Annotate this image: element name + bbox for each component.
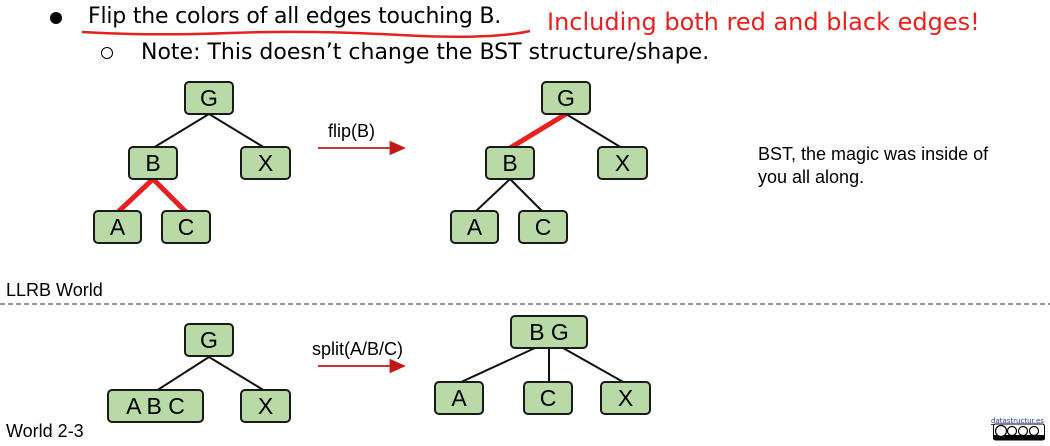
sub-bullet-circle (101, 47, 113, 59)
red-underline (81, 29, 531, 39)
cc-license-icon (993, 423, 1045, 441)
edge-bg-x (562, 347, 626, 384)
node-bg: B G (510, 315, 588, 349)
split-label: split(A/B/C) (312, 339, 404, 359)
edge-g-x (208, 356, 266, 392)
node-g: G (184, 323, 234, 357)
node-g: G (541, 81, 591, 115)
red-edge-g-b (508, 111, 568, 151)
node-x: X (597, 146, 648, 180)
node-a: A (434, 381, 484, 415)
edge-b-c (509, 178, 544, 213)
node-x: X (240, 146, 291, 180)
node-a: A (93, 210, 142, 244)
world-23-label: World 2-3 (6, 421, 84, 441)
edge-b-a (474, 178, 511, 213)
red-edge-b-a (116, 177, 155, 214)
node-b: B (128, 146, 178, 180)
red-annotation: Including both red and black edges! (547, 8, 980, 36)
edge-bg-a (458, 347, 536, 384)
side-caption: BST, the magic was inside of you all alo… (758, 144, 989, 187)
bullet-dot (50, 12, 62, 24)
node-c: C (523, 381, 573, 415)
edge-g-b (152, 113, 210, 149)
node-c: C (161, 210, 211, 244)
node-x: X (240, 389, 291, 423)
edge-g-x (208, 113, 266, 149)
site-link[interactable]: datastructur.es (991, 417, 1044, 425)
bullet-text: Flip the colors of all edges touching B. (88, 4, 502, 29)
node-abc: A B C (107, 389, 204, 423)
llrb-world-label: LLRB World (6, 280, 103, 300)
edge-g-x (565, 113, 623, 149)
flip-label: flip(B) (328, 121, 376, 141)
node-a: A (450, 210, 499, 244)
node-b: B (485, 146, 535, 180)
sub-bullet-text: Note: This doesn’t change the BST struct… (141, 40, 710, 65)
node-c: C (518, 210, 568, 244)
edge-g-abc (155, 356, 210, 392)
node-g: G (184, 81, 234, 115)
node-x: X (600, 381, 651, 415)
red-edge-b-c (151, 177, 188, 214)
